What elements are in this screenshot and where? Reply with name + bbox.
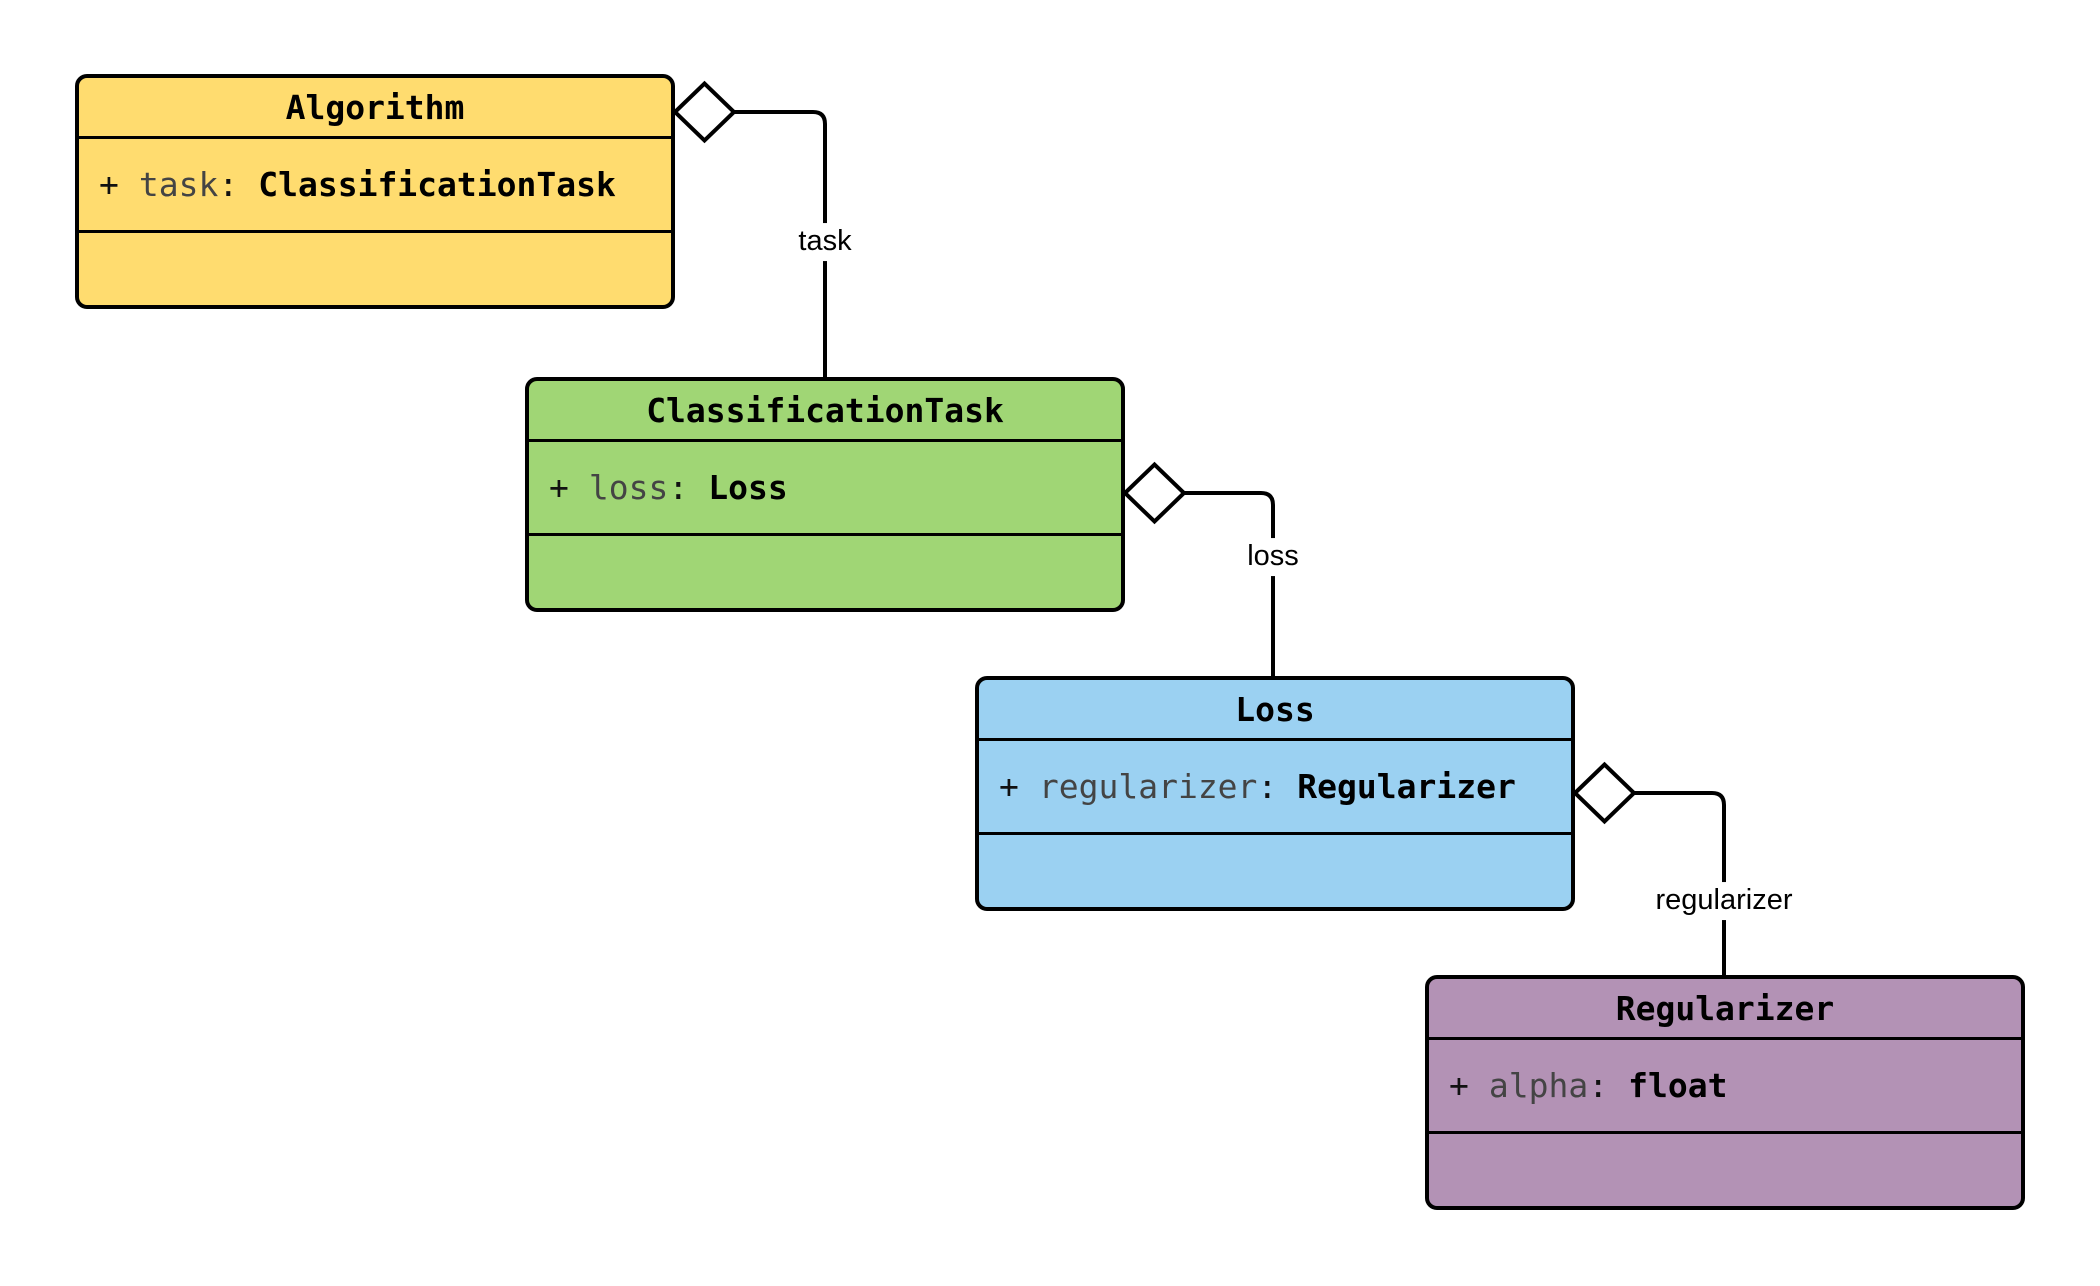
class-title: Algorithm xyxy=(285,87,465,127)
aggregation-diamond-icon xyxy=(1122,461,1187,525)
attribute-separator: : xyxy=(668,468,689,507)
attribute-visibility: + xyxy=(99,165,119,204)
class-methods-empty xyxy=(79,233,671,305)
edge-label-task: task xyxy=(791,223,859,261)
edge-label-regularizer: regularizer xyxy=(1648,882,1800,920)
class-methods-empty xyxy=(979,835,1571,907)
attribute-type: ClassificationTask xyxy=(258,165,616,204)
edge-line-loss xyxy=(1184,491,1275,676)
attribute-type: float xyxy=(1628,1066,1728,1105)
aggregation-diamond-icon xyxy=(1572,761,1637,825)
class-title: Loss xyxy=(1235,689,1315,729)
attribute-separator: : xyxy=(218,165,239,204)
class-attributes: + regularizer: Regularizer xyxy=(979,738,1571,835)
class-attributes: + task: ClassificationTask xyxy=(79,136,671,233)
attribute-visibility: + xyxy=(999,767,1019,806)
class-methods-empty xyxy=(1429,1134,2021,1206)
attribute-name: alpha xyxy=(1488,1066,1589,1105)
attribute-name: regularizer xyxy=(1038,767,1258,806)
edge-label-loss: loss xyxy=(1240,538,1306,576)
class-attributes: + alpha: float xyxy=(1429,1037,2021,1134)
class-algorithm: Algorithm + task: ClassificationTask xyxy=(75,74,675,309)
attribute-visibility: + xyxy=(1449,1066,1469,1105)
aggregation-edge-regularizer xyxy=(1572,761,1726,975)
attribute-separator: : xyxy=(1588,1066,1609,1105)
attribute-separator: : xyxy=(1257,767,1278,806)
attribute-type: Loss xyxy=(708,468,788,507)
attribute-visibility: + xyxy=(549,468,569,507)
class-title: ClassificationTask xyxy=(646,390,1004,430)
class-loss: Loss + regularizer: Regularizer xyxy=(975,676,1575,911)
class-regularizer: Regularizer + alpha: float xyxy=(1425,975,2025,1210)
attribute-type: Regularizer xyxy=(1297,767,1516,806)
class-attributes: + loss: Loss xyxy=(529,439,1121,536)
attribute-name: task xyxy=(138,165,219,204)
class-methods-empty xyxy=(529,536,1121,608)
class-title: Regularizer xyxy=(1615,988,1835,1028)
class-classification-task: ClassificationTask + loss: Loss xyxy=(525,377,1125,612)
aggregation-diamond-icon xyxy=(672,80,737,144)
attribute-name: loss xyxy=(588,468,669,507)
